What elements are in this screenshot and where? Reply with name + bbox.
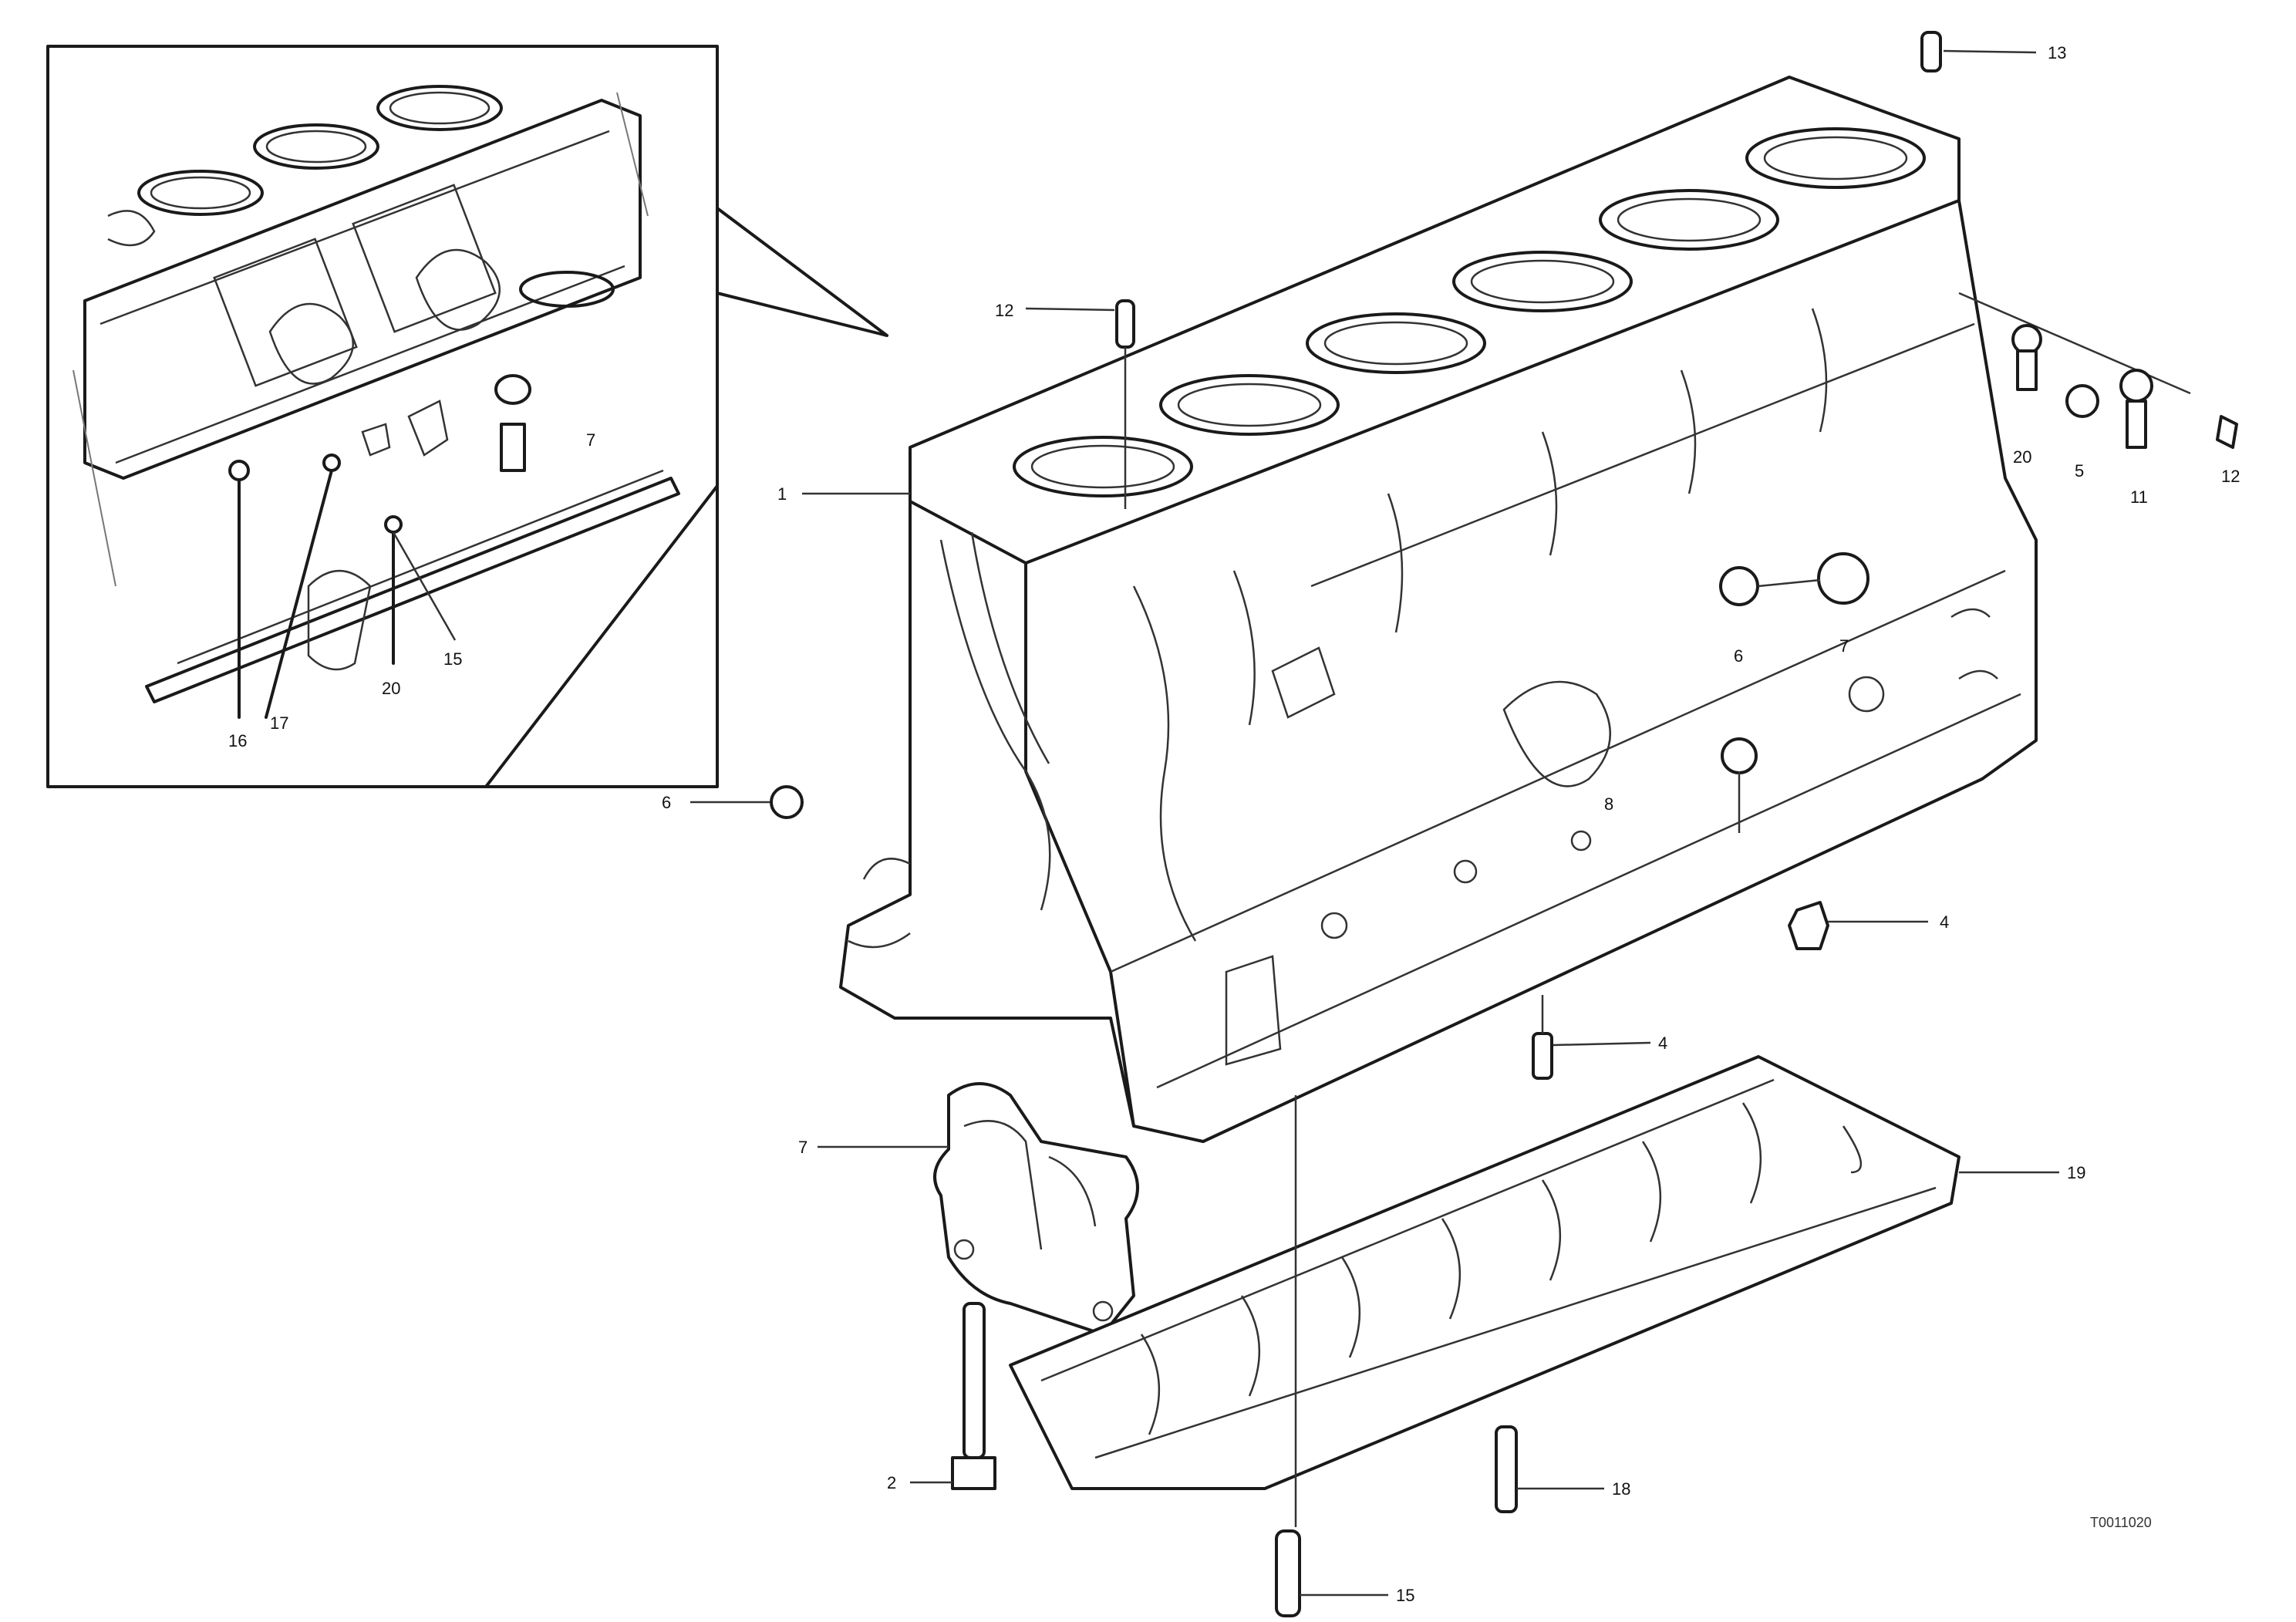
- right-plug-a-stem: [2016, 349, 2038, 391]
- label-side-plug-b: 7: [1839, 636, 1849, 656]
- right-plug-c: [2119, 369, 2153, 403]
- label-mid-mark: 8: [1604, 794, 1613, 814]
- block-cast-details: [848, 308, 1998, 1066]
- label-top-bolt: 13: [2048, 43, 2066, 62]
- label-frame: 19: [2067, 1163, 2085, 1182]
- label-front-plug: 6: [662, 793, 671, 812]
- inset-plug: [494, 374, 531, 405]
- inset-labels: 16 17 20 15 7: [228, 430, 595, 750]
- block-bottom-rail: [1156, 693, 2021, 1089]
- label-right-a: 20: [2013, 447, 2031, 467]
- inset-dowel-c: [384, 515, 403, 534]
- drawing-number: T0011020: [2090, 1515, 2152, 1530]
- label-lower-plug: 4: [1940, 912, 1949, 932]
- block-upper-rib: [1310, 322, 1975, 588]
- label-frame-bolt: 18: [1612, 1479, 1630, 1499]
- inset-callout-pointer: [716, 207, 888, 337]
- drawing-reference: T0011020: [2090, 1515, 2152, 1530]
- label-side-plug-a: 6: [1734, 646, 1743, 666]
- label-right-c: 11: [2130, 487, 2148, 507]
- block-top-deck: [909, 76, 1961, 565]
- top-bolt: [1920, 31, 1942, 73]
- front-cover: [933, 1082, 1139, 1336]
- part-labels: 13 12 1 20 5 11 12 6 7 6 4 4 8 7 19 2 18…: [662, 43, 2240, 1605]
- frame-cross-ribs: [1140, 1102, 1863, 1435]
- inset-small-parts: [228, 374, 531, 719]
- inset-label-17: 17: [270, 713, 288, 733]
- inset-label-7: 7: [586, 430, 595, 450]
- inset-label-16: 16: [228, 731, 247, 750]
- lower-plug: [1788, 901, 1829, 950]
- cover-bolt-head: [951, 1456, 996, 1490]
- block-boss: [1502, 680, 1611, 787]
- frame-bolt: [1495, 1425, 1518, 1513]
- frame-outline: [1009, 1055, 1961, 1490]
- side-plug-c: [1721, 737, 1758, 774]
- right-plug-a: [2011, 324, 2042, 355]
- inset-label-20: 20: [382, 679, 400, 698]
- inset-block-body: [72, 92, 649, 587]
- cylinder-bores: [1013, 127, 1926, 497]
- inset-corner-cut: [484, 484, 719, 788]
- right-plug-c-stem: [2126, 400, 2147, 449]
- label-right-d: 12: [2221, 467, 2240, 486]
- label-cover-bolt: 2: [887, 1473, 896, 1492]
- inset-plug-stem: [500, 423, 526, 472]
- right-plug-b: [2065, 384, 2099, 418]
- label-right-b: 5: [2075, 461, 2084, 481]
- label-under-bolt: 4: [1658, 1034, 1667, 1053]
- label-block: 1: [777, 484, 787, 504]
- engine-block: [839, 76, 2038, 1143]
- side-plug-b: [1817, 552, 1870, 605]
- ladder-frame: [1009, 1055, 1961, 1490]
- label-head-stud: 12: [995, 301, 1013, 320]
- front-plug: [770, 785, 804, 819]
- side-plug-a: [1719, 566, 1759, 606]
- inset-label-15: 15: [443, 649, 462, 669]
- detail-inset: 16 17 20 15 7: [46, 45, 888, 788]
- inset-lower-rail: [145, 469, 680, 703]
- right-plug-d: [2216, 415, 2238, 449]
- label-bottom-bolt: 15: [1396, 1586, 1414, 1605]
- inset-frame: [46, 45, 719, 788]
- inset-cylinder-bores: [137, 85, 503, 216]
- inset-dowel-b: [322, 454, 341, 472]
- inset-dowel-a: [228, 460, 250, 481]
- block-skirt-line: [1110, 569, 2006, 973]
- block-front-edge: [1024, 561, 1135, 1128]
- head-stud: [1115, 299, 1135, 349]
- under-bolt: [1532, 1032, 1553, 1080]
- label-cover: 7: [798, 1138, 807, 1157]
- fasteners: [690, 31, 2238, 1617]
- bottom-bolt: [1275, 1529, 1301, 1617]
- cover-long-bolt: [963, 1302, 986, 1459]
